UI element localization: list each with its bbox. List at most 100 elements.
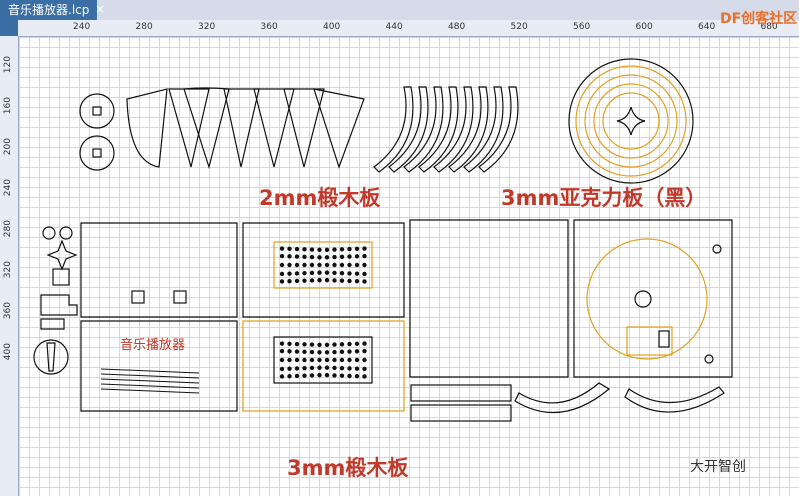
- speaker-hole: [294, 357, 300, 363]
- ruler-tick-label: 280: [3, 220, 13, 238]
- small-parts: [33, 226, 78, 375]
- speaker-hole: [309, 247, 315, 252]
- speaker-hole: [302, 262, 307, 268]
- hinge-strips: [410, 382, 725, 422]
- speaker-hole: [339, 254, 345, 260]
- speaker-hole: [354, 254, 360, 259]
- speaker-hole: [302, 365, 307, 371]
- speaker-hole: [287, 374, 292, 379]
- speaker-hole: [324, 262, 330, 268]
- ruler-tick-label: 360: [3, 302, 13, 320]
- speaker-hole: [309, 365, 315, 371]
- speaker-hole: [287, 349, 292, 354]
- speaker-hole: [362, 253, 367, 259]
- tab-document[interactable]: 音乐播放器.lcp: [0, 0, 98, 20]
- speaker-hole: [354, 349, 360, 354]
- speaker-hole: [354, 246, 360, 251]
- df-logo: DF创客社区: [720, 8, 797, 28]
- speaker-hole: [332, 262, 337, 268]
- speaker-hole: [347, 271, 352, 276]
- speaker-hole: [362, 357, 367, 363]
- speaker-hole: [294, 271, 300, 276]
- wechat-watermark: 大开智创: [690, 456, 746, 476]
- logo-text: DF创客社区: [720, 11, 798, 27]
- speaker-hole: [279, 341, 285, 346]
- speaker-hole: [347, 366, 352, 371]
- speaker-hole: [309, 342, 315, 347]
- drawing-layer: [33, 58, 733, 422]
- speaker-hole: [354, 341, 360, 346]
- tab-bar: 音乐播放器.lcp ×: [0, 0, 799, 21]
- speaker-hole: [294, 366, 300, 371]
- speaker-hole: [294, 373, 300, 379]
- design-canvas[interactable]: 2mm椴木板 3mm亚克力板（黑） 3mm椴木板 音乐播放器: [19, 37, 799, 496]
- ruler-tick-label: 120: [3, 56, 13, 74]
- speaker-hole: [294, 349, 300, 354]
- ruler-tick-label: 360: [260, 22, 278, 32]
- ruler-tick-label: 280: [135, 22, 153, 32]
- box-panels: [80, 219, 733, 412]
- speaker-hole: [302, 357, 307, 363]
- speaker-hole: [332, 247, 337, 252]
- speaker-hole: [324, 255, 330, 260]
- speaker-hole: [354, 374, 360, 379]
- speaker-hole: [317, 365, 322, 370]
- speaker-hole: [347, 254, 352, 259]
- speaker-hole: [362, 374, 367, 379]
- ruler-tick-label: 600: [635, 22, 653, 32]
- speaker-hole: [362, 271, 367, 277]
- speaker-hole: [347, 349, 352, 354]
- speaker-hole: [294, 341, 300, 347]
- speaker-hole: [294, 262, 300, 268]
- speaker-hole: [317, 372, 322, 378]
- speaker-hole: [332, 349, 337, 355]
- speaker-hole: [324, 350, 330, 355]
- speaker-hole: [309, 357, 315, 363]
- speaker-hole: [279, 246, 285, 251]
- speaker-hole: [279, 366, 285, 372]
- speaker-hole: [317, 357, 322, 363]
- ruler-tick-label: 160: [3, 97, 13, 115]
- fan-blades: [126, 87, 365, 170]
- speaker-hole: [302, 247, 307, 252]
- label-3mm-acrylic: 3mm亚克力板（黑）: [501, 186, 707, 210]
- ruler-corner: [0, 20, 18, 36]
- speaker-hole: [324, 277, 330, 283]
- speaker-hole: [324, 372, 330, 378]
- speaker-hole: [287, 279, 292, 284]
- ruler-tick-label: 520: [510, 22, 528, 32]
- speaker-hole: [332, 278, 337, 283]
- speaker-hole: [324, 270, 330, 275]
- speaker-hole: [287, 246, 292, 251]
- speaker-hole: [354, 357, 360, 363]
- speaker-hole: [287, 271, 292, 276]
- speaker-hole: [309, 373, 315, 378]
- speaker-hole: [362, 348, 367, 354]
- speaker-hole: [317, 247, 322, 253]
- speaker-hole: [324, 357, 330, 363]
- speaker-hole: [354, 271, 360, 276]
- curved-arms: [373, 86, 519, 173]
- speaker-hole: [339, 262, 345, 268]
- speaker-hole: [302, 278, 307, 283]
- speaker-hole: [347, 373, 352, 379]
- ruler-tick-label: 400: [3, 343, 13, 361]
- speaker-hole: [302, 349, 307, 355]
- speaker-hole: [339, 373, 345, 378]
- speaker-hole: [309, 349, 315, 355]
- speaker-hole: [347, 278, 352, 284]
- acrylic-disc: [568, 58, 694, 184]
- ruler-tick-label: 240: [3, 179, 13, 197]
- speaker-hole: [309, 262, 315, 268]
- speaker-hole: [339, 342, 345, 347]
- speaker-hole: [279, 348, 285, 354]
- speaker-hole: [287, 366, 292, 371]
- speaker-hole: [362, 246, 367, 251]
- speaker-hole: [294, 254, 300, 259]
- engrave-text: 音乐播放器: [120, 338, 186, 353]
- close-icon[interactable]: ×: [94, 2, 106, 16]
- tab-title: 音乐播放器.lcp: [8, 3, 90, 17]
- speaker-hole: [347, 262, 352, 268]
